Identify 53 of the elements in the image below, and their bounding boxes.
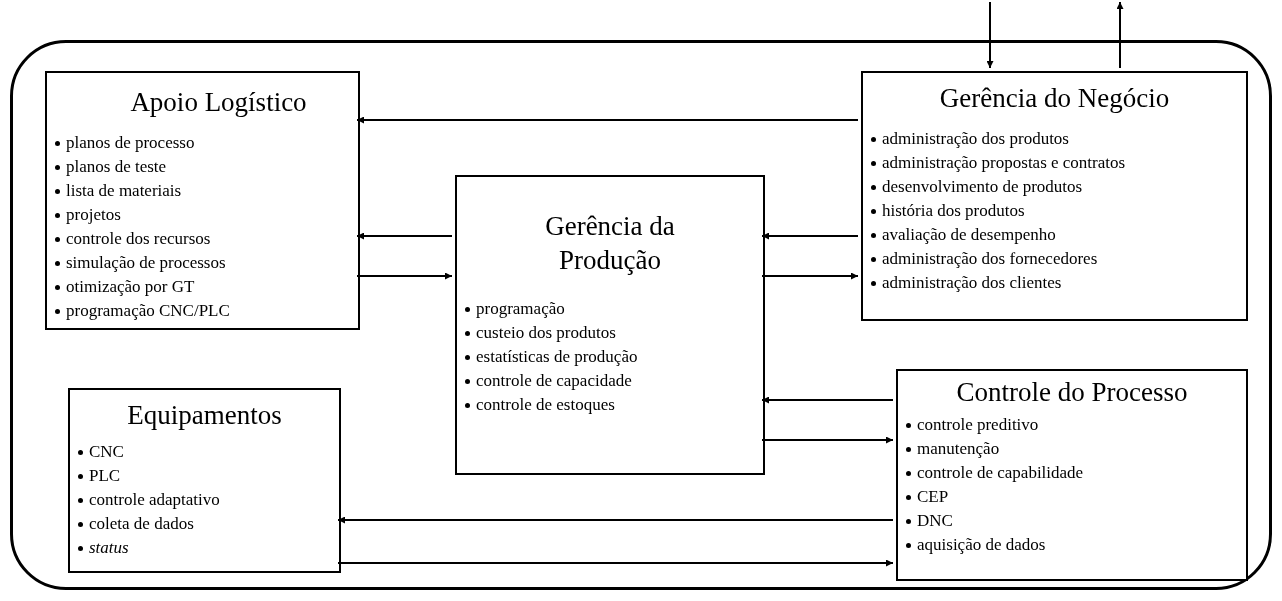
module-box [45, 71, 360, 330]
system-boundary [10, 40, 1272, 590]
list-item: controle de capacidade [476, 370, 632, 392]
list-item: simulação de processos [66, 252, 226, 274]
module-title: Equipamentos [126, 399, 283, 432]
list-item: coleta de dados [89, 513, 194, 535]
module-box [896, 369, 1248, 581]
list-item: custeio dos produtos [476, 322, 616, 344]
arrow [1116, 1, 1124, 69]
list-item: programação [476, 298, 565, 320]
list-item: DNC [917, 510, 953, 532]
module-title: Gerência da Produção [544, 210, 676, 277]
module-title: Apoio Logístico [129, 86, 308, 119]
arrow [761, 232, 859, 240]
list-item: manutenção [917, 438, 1000, 460]
arrow [761, 436, 894, 444]
arrow [356, 116, 859, 124]
module-title: Gerência do Negócio [938, 82, 1171, 115]
list-item: administração dos produtos [882, 128, 1069, 150]
module-box [68, 388, 341, 573]
list-item: administração dos clientes [882, 272, 1062, 294]
arrow [337, 516, 894, 524]
list-item: status [89, 537, 129, 559]
list-item: desenvolvimento de produtos [882, 176, 1083, 198]
list-item: administração dos fornecedores [882, 248, 1098, 270]
list-item: aquisição de dados [917, 534, 1046, 556]
list-item: otimização por GT [66, 276, 195, 298]
arrow [761, 396, 894, 404]
arrow [356, 232, 453, 240]
list-item: controle dos recursos [66, 228, 211, 250]
list-item: avaliação de desempenho [882, 224, 1056, 246]
arrow [986, 1, 994, 69]
list-item: estatísticas de produção [476, 346, 638, 368]
list-item: controle de capabilidade [917, 462, 1084, 484]
list-item: CNC [89, 441, 124, 463]
list-item: lista de materiais [66, 180, 182, 202]
list-item: controle de estoques [476, 394, 615, 416]
list-item: planos de teste [66, 156, 167, 178]
list-item: história dos produtos [882, 200, 1025, 222]
module-box [861, 71, 1248, 321]
list-item: PLC [89, 465, 121, 487]
list-item: controle adaptativo [89, 489, 220, 511]
list-item: controle preditivo [917, 414, 1039, 436]
module-box [455, 175, 765, 475]
list-item: programação CNC/PLC [66, 300, 230, 322]
list-item: planos de processo [66, 132, 195, 154]
arrow [337, 559, 894, 567]
list-item: CEP [917, 486, 949, 508]
list-item: projetos [66, 204, 121, 226]
arrow [356, 272, 453, 280]
list-item: administração propostas e contratos [882, 152, 1126, 174]
arrow [761, 272, 859, 280]
module-title: Controle do Processo [955, 376, 1189, 409]
